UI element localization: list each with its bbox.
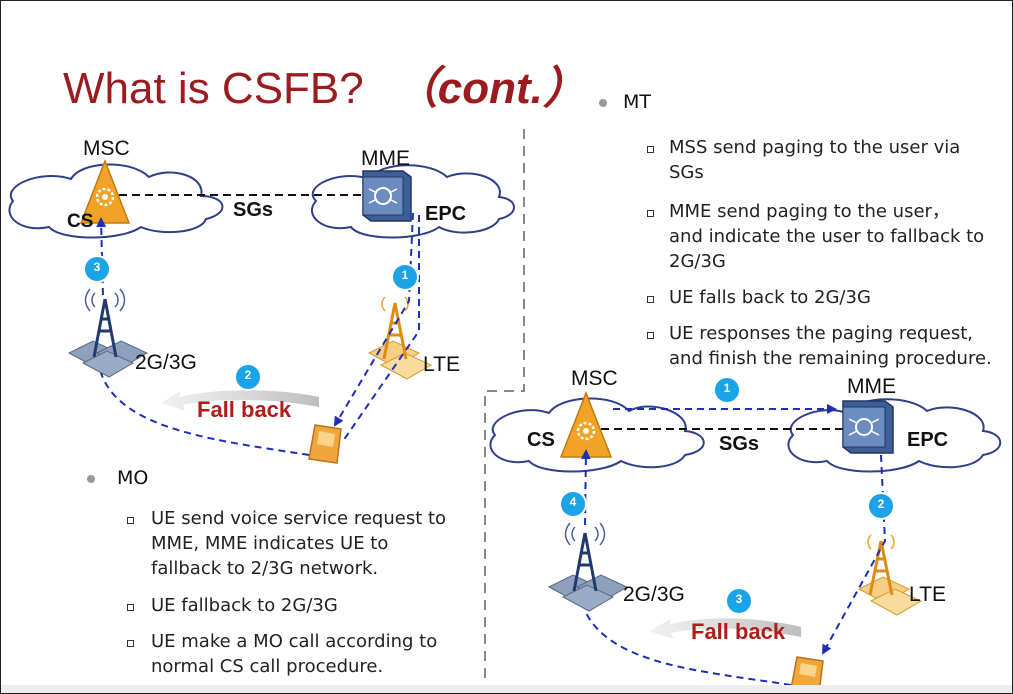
mo-bullet (87, 475, 95, 483)
step-badge-right-4 (559, 490, 587, 518)
ran-2g3g-icon-right (547, 522, 629, 612)
lte-icon-left (367, 296, 433, 380)
ue-phone-icon-right (790, 656, 824, 693)
mo-item-1: UE send voice service request to MME, MM… (151, 506, 446, 581)
label-mme-left: MME (361, 147, 410, 170)
mo-item-3-line-2: normal CS call procedure. (151, 656, 384, 677)
step-badge-left-3 (83, 255, 111, 283)
step-badge-left-2 (234, 363, 262, 391)
label-cs-left: CS (67, 211, 94, 232)
epc-cloud-right (787, 398, 1002, 473)
title-subtitle: （cont.） (393, 64, 587, 113)
fallback-arrow-left (161, 390, 319, 411)
mt-item-1-line-1: MSS send paging to the user via (669, 137, 961, 158)
mt-item-2-marker (647, 210, 654, 217)
lte-icon-right (857, 534, 923, 616)
mo-item-1-line-2: MME, MME indicates UE to (151, 533, 389, 554)
divider-line (484, 129, 525, 689)
mo-item-1-marker (127, 517, 134, 524)
mt-item-4-line-2: and finish the remaining procedure. (669, 348, 992, 369)
mt-item-4-line-1: UE responses the paging request, (669, 323, 973, 344)
step-number-right-3: 3 (735, 592, 743, 606)
step-number-right-1: 1 (723, 381, 731, 395)
label-fallback-right: Fall back (691, 619, 786, 644)
mo-item-2: UE fallback to 2G/3G (151, 593, 338, 618)
label-2g3g-left: 2G/3G (135, 351, 197, 374)
ran-2g3g-icon-left (67, 288, 149, 378)
arrow-ue-to-ran-left (100, 372, 310, 456)
step-number-left-2: 2 (244, 368, 252, 382)
mo-item-2-line-1: UE fallback to 2G/3G (151, 595, 338, 616)
label-epc-right: EPC (907, 429, 949, 451)
step-number-left-3: 3 (93, 260, 101, 274)
title-main: What is CSFB? (63, 64, 364, 113)
arrow-epc-to-ue-right (822, 454, 887, 655)
label-cs-right: CS (527, 429, 555, 451)
label-2g3g-right: 2G/3G (623, 583, 685, 606)
msc-icon-right (559, 390, 613, 458)
label-fallback-left: Fall back (197, 397, 292, 422)
label-msc-left: MSC (83, 137, 130, 160)
mo-item-1-line-3: fallback to 2/3G network. (151, 558, 379, 579)
mo-item-1-line-1: UE send voice service request to (151, 508, 447, 529)
step-number-right-2: 2 (877, 497, 885, 511)
label-msc-right: MSC (571, 367, 618, 390)
fallback-arrow-right (649, 618, 801, 639)
mo-item-3: UE make a MO call according to normal CS… (151, 629, 437, 679)
label-sgs-right: SGs (719, 433, 760, 455)
arrow-ran-to-msc-right (580, 449, 591, 526)
mt-item-2-line-2: and indicate the user to fallback to (669, 226, 985, 247)
mt-heading: MT (623, 91, 651, 113)
step-badge-right-2 (867, 492, 895, 520)
mo-heading: MO (117, 467, 149, 489)
mt-item-4: UE responses the paging request, and fin… (669, 321, 992, 371)
step-badge-left-1 (391, 263, 419, 291)
mt-bullet (599, 99, 607, 107)
label-sgs-left: SGs (233, 199, 274, 221)
mt-item-3-line-1: UE falls back to 2G/3G (669, 287, 871, 308)
mt-item-1-line-2: SGs (669, 162, 704, 183)
label-lte-left: LTE (423, 353, 460, 376)
step-number-right-4: 4 (569, 495, 577, 509)
arrow-epc-to-ue-left (333, 212, 414, 427)
arrow-ue-to-ran-right (584, 610, 792, 686)
mt-item-3: UE falls back to 2G/3G (669, 285, 871, 310)
step-badge-right-1 (713, 376, 741, 404)
mt-item-2: MME send paging to the user， and indicat… (669, 199, 984, 274)
label-epc-left: EPC (425, 203, 467, 225)
step-badge-right-3 (725, 587, 753, 615)
mme-icon-left (362, 170, 412, 222)
label-mme-right: MME (847, 375, 896, 398)
slide-title: What is CSFB? （cont.） (63, 59, 587, 119)
ue-phone-icon-left (308, 424, 342, 464)
mo-item-3-line-1: UE make a MO call according to (151, 631, 438, 652)
mt-item-4-marker (647, 332, 654, 339)
mt-item-2-line-3: 2G/3G (669, 251, 726, 272)
mt-item-3-marker (647, 296, 654, 303)
arrow-path-lte-left (342, 215, 420, 442)
mt-item-2-line-1: MME send paging to the user， (669, 201, 950, 222)
mt-item-1: MSS send paging to the user via SGs (669, 135, 960, 185)
label-lte-right: LTE (909, 583, 946, 606)
footer-strip (1, 685, 1012, 693)
mo-item-2-marker (127, 604, 134, 611)
mt-item-1-marker (647, 146, 654, 153)
step-number-left-1: 1 (401, 268, 409, 282)
mo-item-3-marker (127, 640, 134, 647)
mme-icon-right (842, 400, 894, 454)
